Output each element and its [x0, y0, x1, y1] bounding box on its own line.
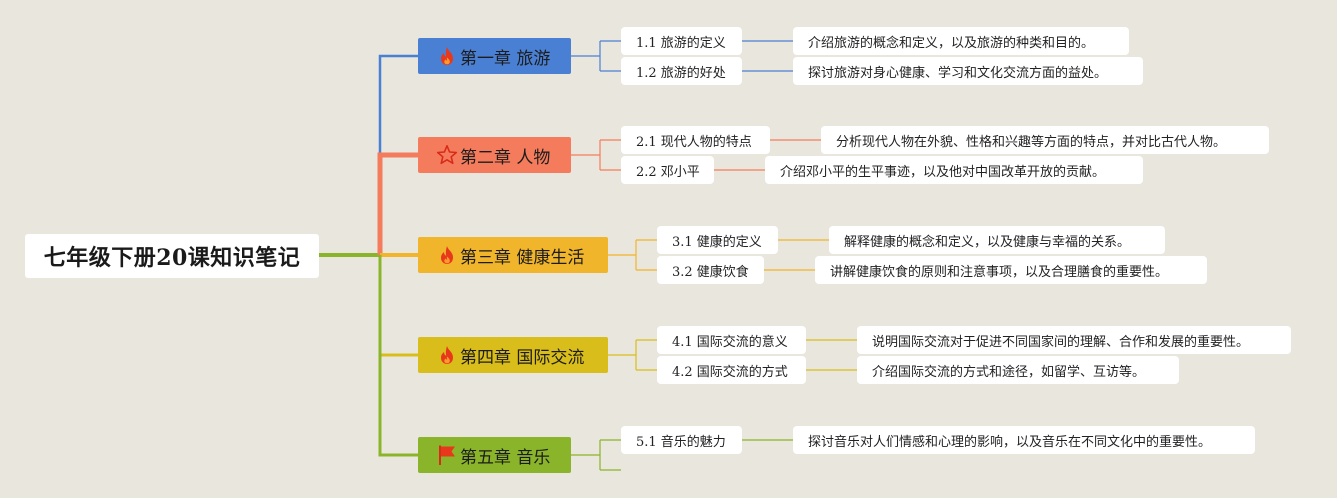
fire-icon [436, 45, 458, 67]
ch4-topic-connector [608, 339, 657, 371]
topic-2-2[interactable]: 2.2 邓小平 [621, 156, 714, 184]
chapter-2-connector [377, 152, 418, 255]
chapter-5-connector [378, 255, 418, 457]
topic-4-1-description[interactable]: 说明国际交流对于促进不同国家间的理解、合作和发展的重要性。 [857, 326, 1291, 354]
chapter-node-5[interactable]: 第五章 音乐 [418, 437, 571, 473]
topic-1-2[interactable]: 1.2 旅游的好处 [621, 57, 742, 85]
description-text: 解释健康的概念和定义，以及健康与幸福的关系。 [844, 234, 1131, 250]
chapter-4-connector [378, 255, 418, 357]
topic-1-2-description[interactable]: 探讨旅游对身心健康、学习和文化交流方面的益处。 [793, 57, 1143, 85]
description-text: 介绍邓小平的生平事迹，以及他对中国改革开放的贡献。 [780, 164, 1106, 180]
ch3-topic-connector [608, 239, 657, 271]
chapter-label: 第二章 人物 [460, 147, 551, 168]
topic-5-1[interactable]: 5.1 音乐的魅力 [621, 426, 742, 454]
topic-label: 1.1 旅游的定义 [636, 35, 726, 51]
topic-3-2[interactable]: 3.2 健康饮食 [657, 256, 764, 284]
chapter-node-2[interactable]: 第二章 人物 [418, 137, 571, 173]
description-text: 讲解健康饮食的原则和注意事项，以及合理膳食的重要性。 [830, 264, 1169, 280]
chapter-1-connector [378, 54, 418, 155]
topic-label: 5.1 音乐的魅力 [636, 434, 726, 450]
description-text: 分析现代人物在外貌、性格和兴趣等方面的特点，并对比古代人物。 [836, 134, 1227, 150]
topic-2-2-description[interactable]: 介绍邓小平的生平事迹，以及他对中国改革开放的贡献。 [765, 156, 1143, 184]
topic-1-1-description[interactable]: 介绍旅游的概念和定义，以及旅游的种类和目的。 [793, 27, 1129, 55]
topic-label: 3.1 健康的定义 [672, 234, 762, 250]
chapter-node-3[interactable]: 第三章 健康生活 [418, 237, 608, 273]
ch2-topic-connector [571, 139, 621, 171]
chapter-label: 第一章 旅游 [460, 48, 551, 69]
flag-icon [436, 444, 458, 466]
topic-1-1[interactable]: 1.1 旅游的定义 [621, 27, 742, 55]
ch1-topic-connector [571, 40, 621, 72]
chapter-node-4[interactable]: 第四章 国际交流 [418, 337, 608, 373]
topic-label: 2.2 邓小平 [636, 164, 700, 180]
star-icon [436, 144, 458, 166]
topic-5-1-description[interactable]: 探讨音乐对人们情感和心理的影响，以及音乐在不同文化中的重要性。 [793, 426, 1255, 454]
topic-3-1[interactable]: 3.1 健康的定义 [657, 226, 778, 254]
topic-label: 1.2 旅游的好处 [636, 65, 726, 81]
topic-label: 4.2 国际交流的方式 [672, 364, 788, 380]
chapter-label: 第五章 音乐 [460, 447, 551, 468]
description-text: 探讨旅游对身心健康、学习和文化交流方面的益处。 [808, 65, 1108, 81]
topic-2-1[interactable]: 2.1 现代人物的特点 [621, 126, 770, 154]
chapter-label: 第四章 国际交流 [460, 347, 585, 368]
topic-label: 3.2 健康饮食 [672, 264, 749, 280]
description-text: 说明国际交流对于促进不同国家间的理解、合作和发展的重要性。 [872, 334, 1250, 350]
root-title: 七年级下册20课知识笔记 [43, 245, 301, 271]
description-text: 探讨音乐对人们情感和心理的影响，以及音乐在不同文化中的重要性。 [808, 434, 1212, 450]
topic-label: 2.1 现代人物的特点 [636, 134, 752, 150]
ch5-topic-connector [571, 439, 621, 471]
root-node[interactable]: 七年级下册20课知识笔记 [25, 234, 319, 278]
topic-4-1[interactable]: 4.1 国际交流的意义 [657, 326, 806, 354]
description-text: 介绍国际交流的方式和途径，如留学、互访等。 [872, 364, 1146, 380]
fire-icon [436, 344, 458, 366]
topic-4-2-description[interactable]: 介绍国际交流的方式和途径，如留学、互访等。 [857, 356, 1179, 384]
topic-3-2-description[interactable]: 讲解健康饮食的原则和注意事项，以及合理膳食的重要性。 [815, 256, 1207, 284]
description-text: 介绍旅游的概念和定义，以及旅游的种类和目的。 [808, 35, 1095, 51]
topic-2-1-description[interactable]: 分析现代人物在外貌、性格和兴趣等方面的特点，并对比古代人物。 [821, 126, 1269, 154]
chapter-node-1[interactable]: 第一章 旅游 [418, 38, 571, 74]
chapter-label: 第三章 健康生活 [460, 247, 585, 268]
topic-3-1-description[interactable]: 解释健康的概念和定义，以及健康与幸福的关系。 [829, 226, 1165, 254]
topic-4-2[interactable]: 4.2 国际交流的方式 [657, 356, 806, 384]
fire-icon [436, 244, 458, 266]
topic-label: 4.1 国际交流的意义 [672, 334, 788, 350]
